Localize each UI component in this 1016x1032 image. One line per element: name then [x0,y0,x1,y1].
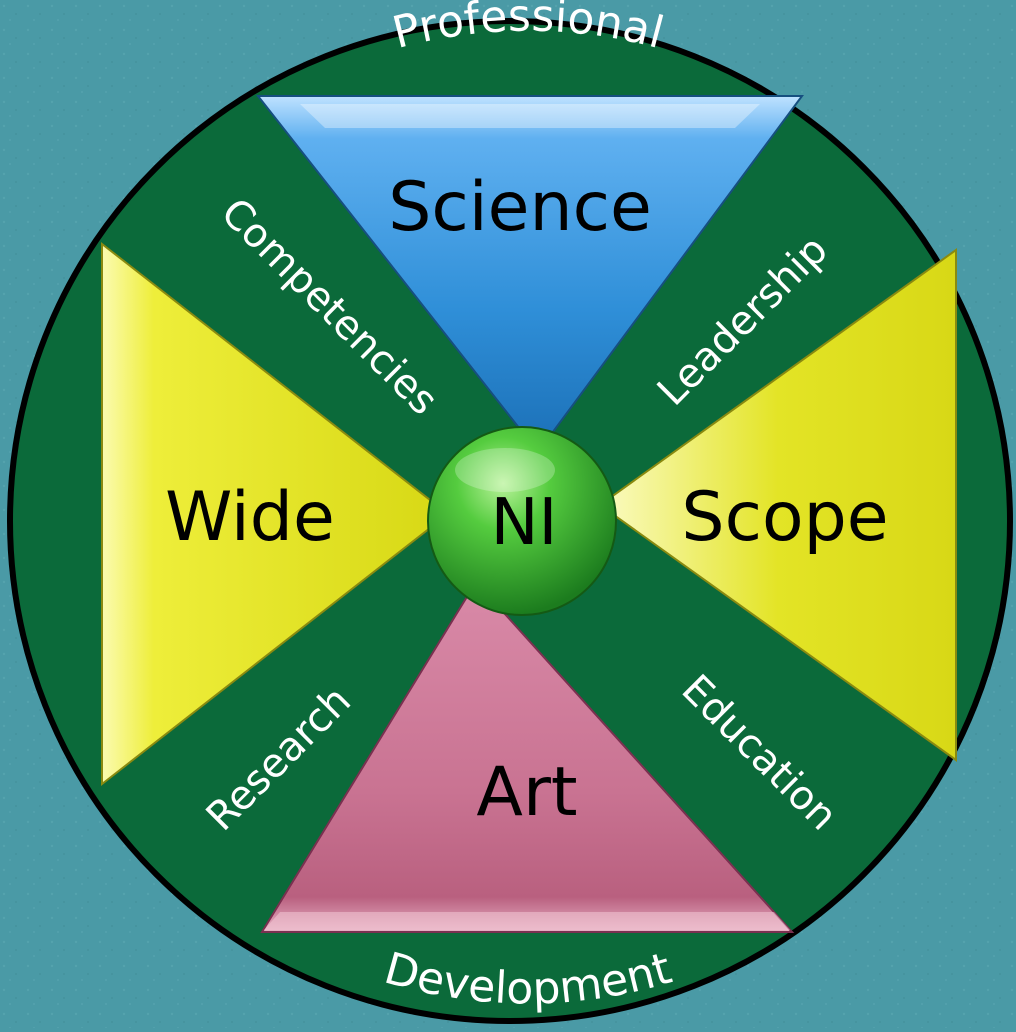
triangle-label-science: Science [388,168,652,247]
triangle-right [598,248,957,762]
triangle-left [101,241,450,787]
triangle-label-wide: Wide [165,478,335,557]
center-label: NI [491,486,558,560]
triangle-label-scope: Scope [681,478,888,557]
triangle-bottom [260,580,795,933]
triangle-label-art: Art [476,753,577,832]
triangle-top [255,95,804,454]
center-sphere [427,426,617,616]
